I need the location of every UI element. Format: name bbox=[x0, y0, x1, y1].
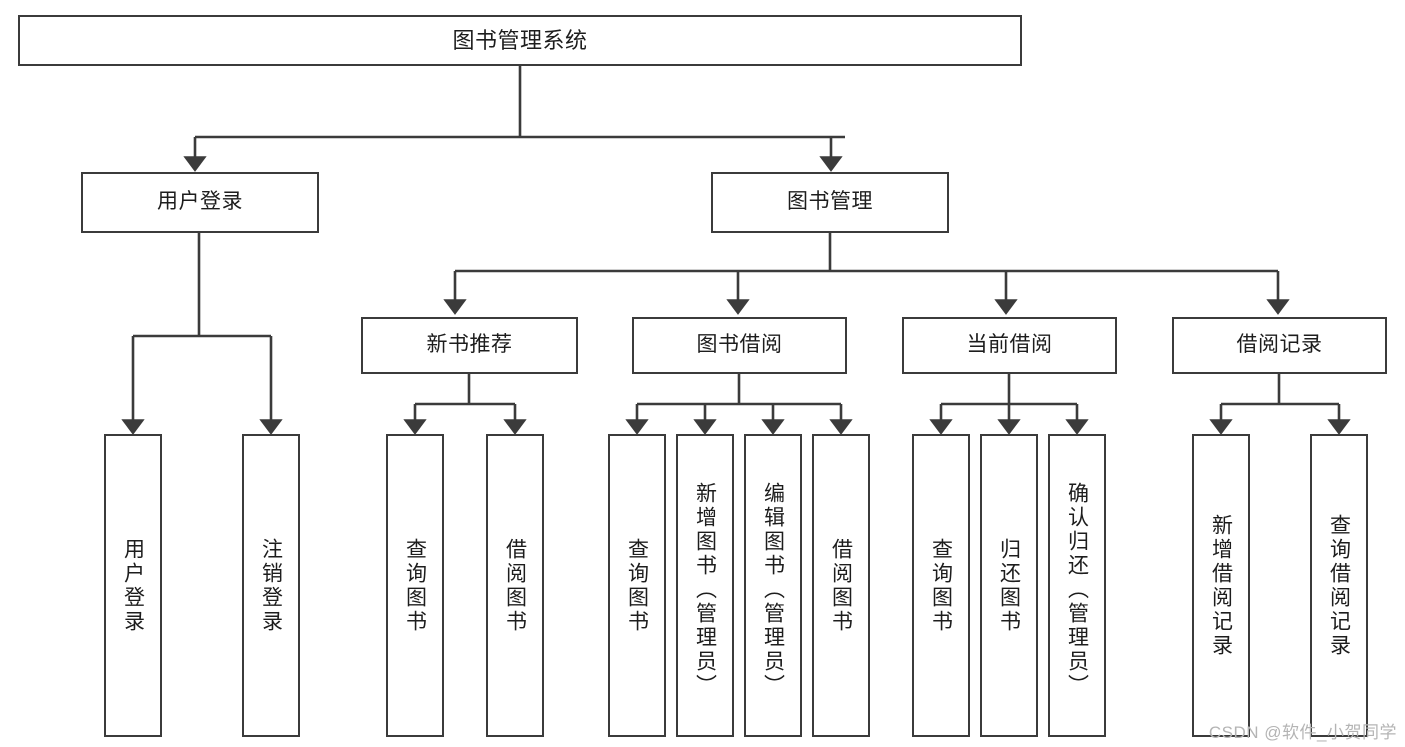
node-leaf-logout-login[interactable]: 注销登录 bbox=[242, 434, 300, 737]
node-label: 归还图书 bbox=[997, 537, 1021, 634]
node-leaf-return-book[interactable]: 归还图书 bbox=[980, 434, 1038, 737]
node-book-management[interactable]: 图书管理 bbox=[711, 172, 949, 233]
watermark: CSDN @软件_小贺同学 bbox=[1208, 723, 1397, 742]
node-label: 确认归还（管理员） bbox=[1065, 481, 1089, 698]
node-label: 新增图书（管理员） bbox=[693, 481, 717, 698]
node-label: 借阅图书 bbox=[503, 537, 527, 634]
node-label: 新书推荐 bbox=[426, 333, 513, 357]
node-label: 查询图书 bbox=[403, 537, 427, 634]
node-label: 用户登录 bbox=[157, 190, 243, 214]
node-borrow-record[interactable]: 借阅记录 bbox=[1172, 317, 1387, 374]
node-label: 借阅图书 bbox=[829, 537, 853, 634]
node-leaf-query-book-2[interactable]: 查询图书 bbox=[608, 434, 666, 737]
node-label: 用户登录 bbox=[121, 537, 145, 634]
node-current-borrow[interactable]: 当前借阅 bbox=[902, 317, 1117, 374]
node-leaf-query-record[interactable]: 查询借阅记录 bbox=[1310, 434, 1368, 737]
node-new-book-recommend[interactable]: 新书推荐 bbox=[361, 317, 578, 374]
node-label: 查询图书 bbox=[625, 537, 649, 634]
node-label: 当前借阅 bbox=[966, 333, 1053, 357]
node-leaf-borrow-book-1[interactable]: 借阅图书 bbox=[486, 434, 544, 737]
node-book-borrow[interactable]: 图书借阅 bbox=[632, 317, 847, 374]
node-label: 新增借阅记录 bbox=[1209, 513, 1233, 658]
node-label: 借阅记录 bbox=[1236, 333, 1323, 357]
node-label: 注销登录 bbox=[259, 537, 283, 634]
node-root-system[interactable]: 图书管理系统 bbox=[18, 15, 1022, 66]
node-user-login[interactable]: 用户登录 bbox=[81, 172, 319, 233]
node-label: 查询图书 bbox=[929, 537, 953, 634]
node-leaf-add-book[interactable]: 新增图书（管理员） bbox=[676, 434, 734, 737]
node-leaf-confirm-return[interactable]: 确认归还（管理员） bbox=[1048, 434, 1106, 737]
node-leaf-borrow-book-2[interactable]: 借阅图书 bbox=[812, 434, 870, 737]
node-label: 编辑图书（管理员） bbox=[761, 481, 785, 698]
node-label: 图书借阅 bbox=[696, 333, 783, 357]
node-leaf-user-login[interactable]: 用户登录 bbox=[104, 434, 162, 737]
node-label: 查询借阅记录 bbox=[1327, 513, 1351, 658]
node-leaf-edit-book[interactable]: 编辑图书（管理员） bbox=[744, 434, 802, 737]
node-label: 图书管理系统 bbox=[452, 27, 588, 53]
node-leaf-query-book-1[interactable]: 查询图书 bbox=[386, 434, 444, 737]
node-label: 图书管理 bbox=[787, 190, 873, 214]
node-leaf-query-book-3[interactable]: 查询图书 bbox=[912, 434, 970, 737]
node-leaf-add-record[interactable]: 新增借阅记录 bbox=[1192, 434, 1250, 737]
